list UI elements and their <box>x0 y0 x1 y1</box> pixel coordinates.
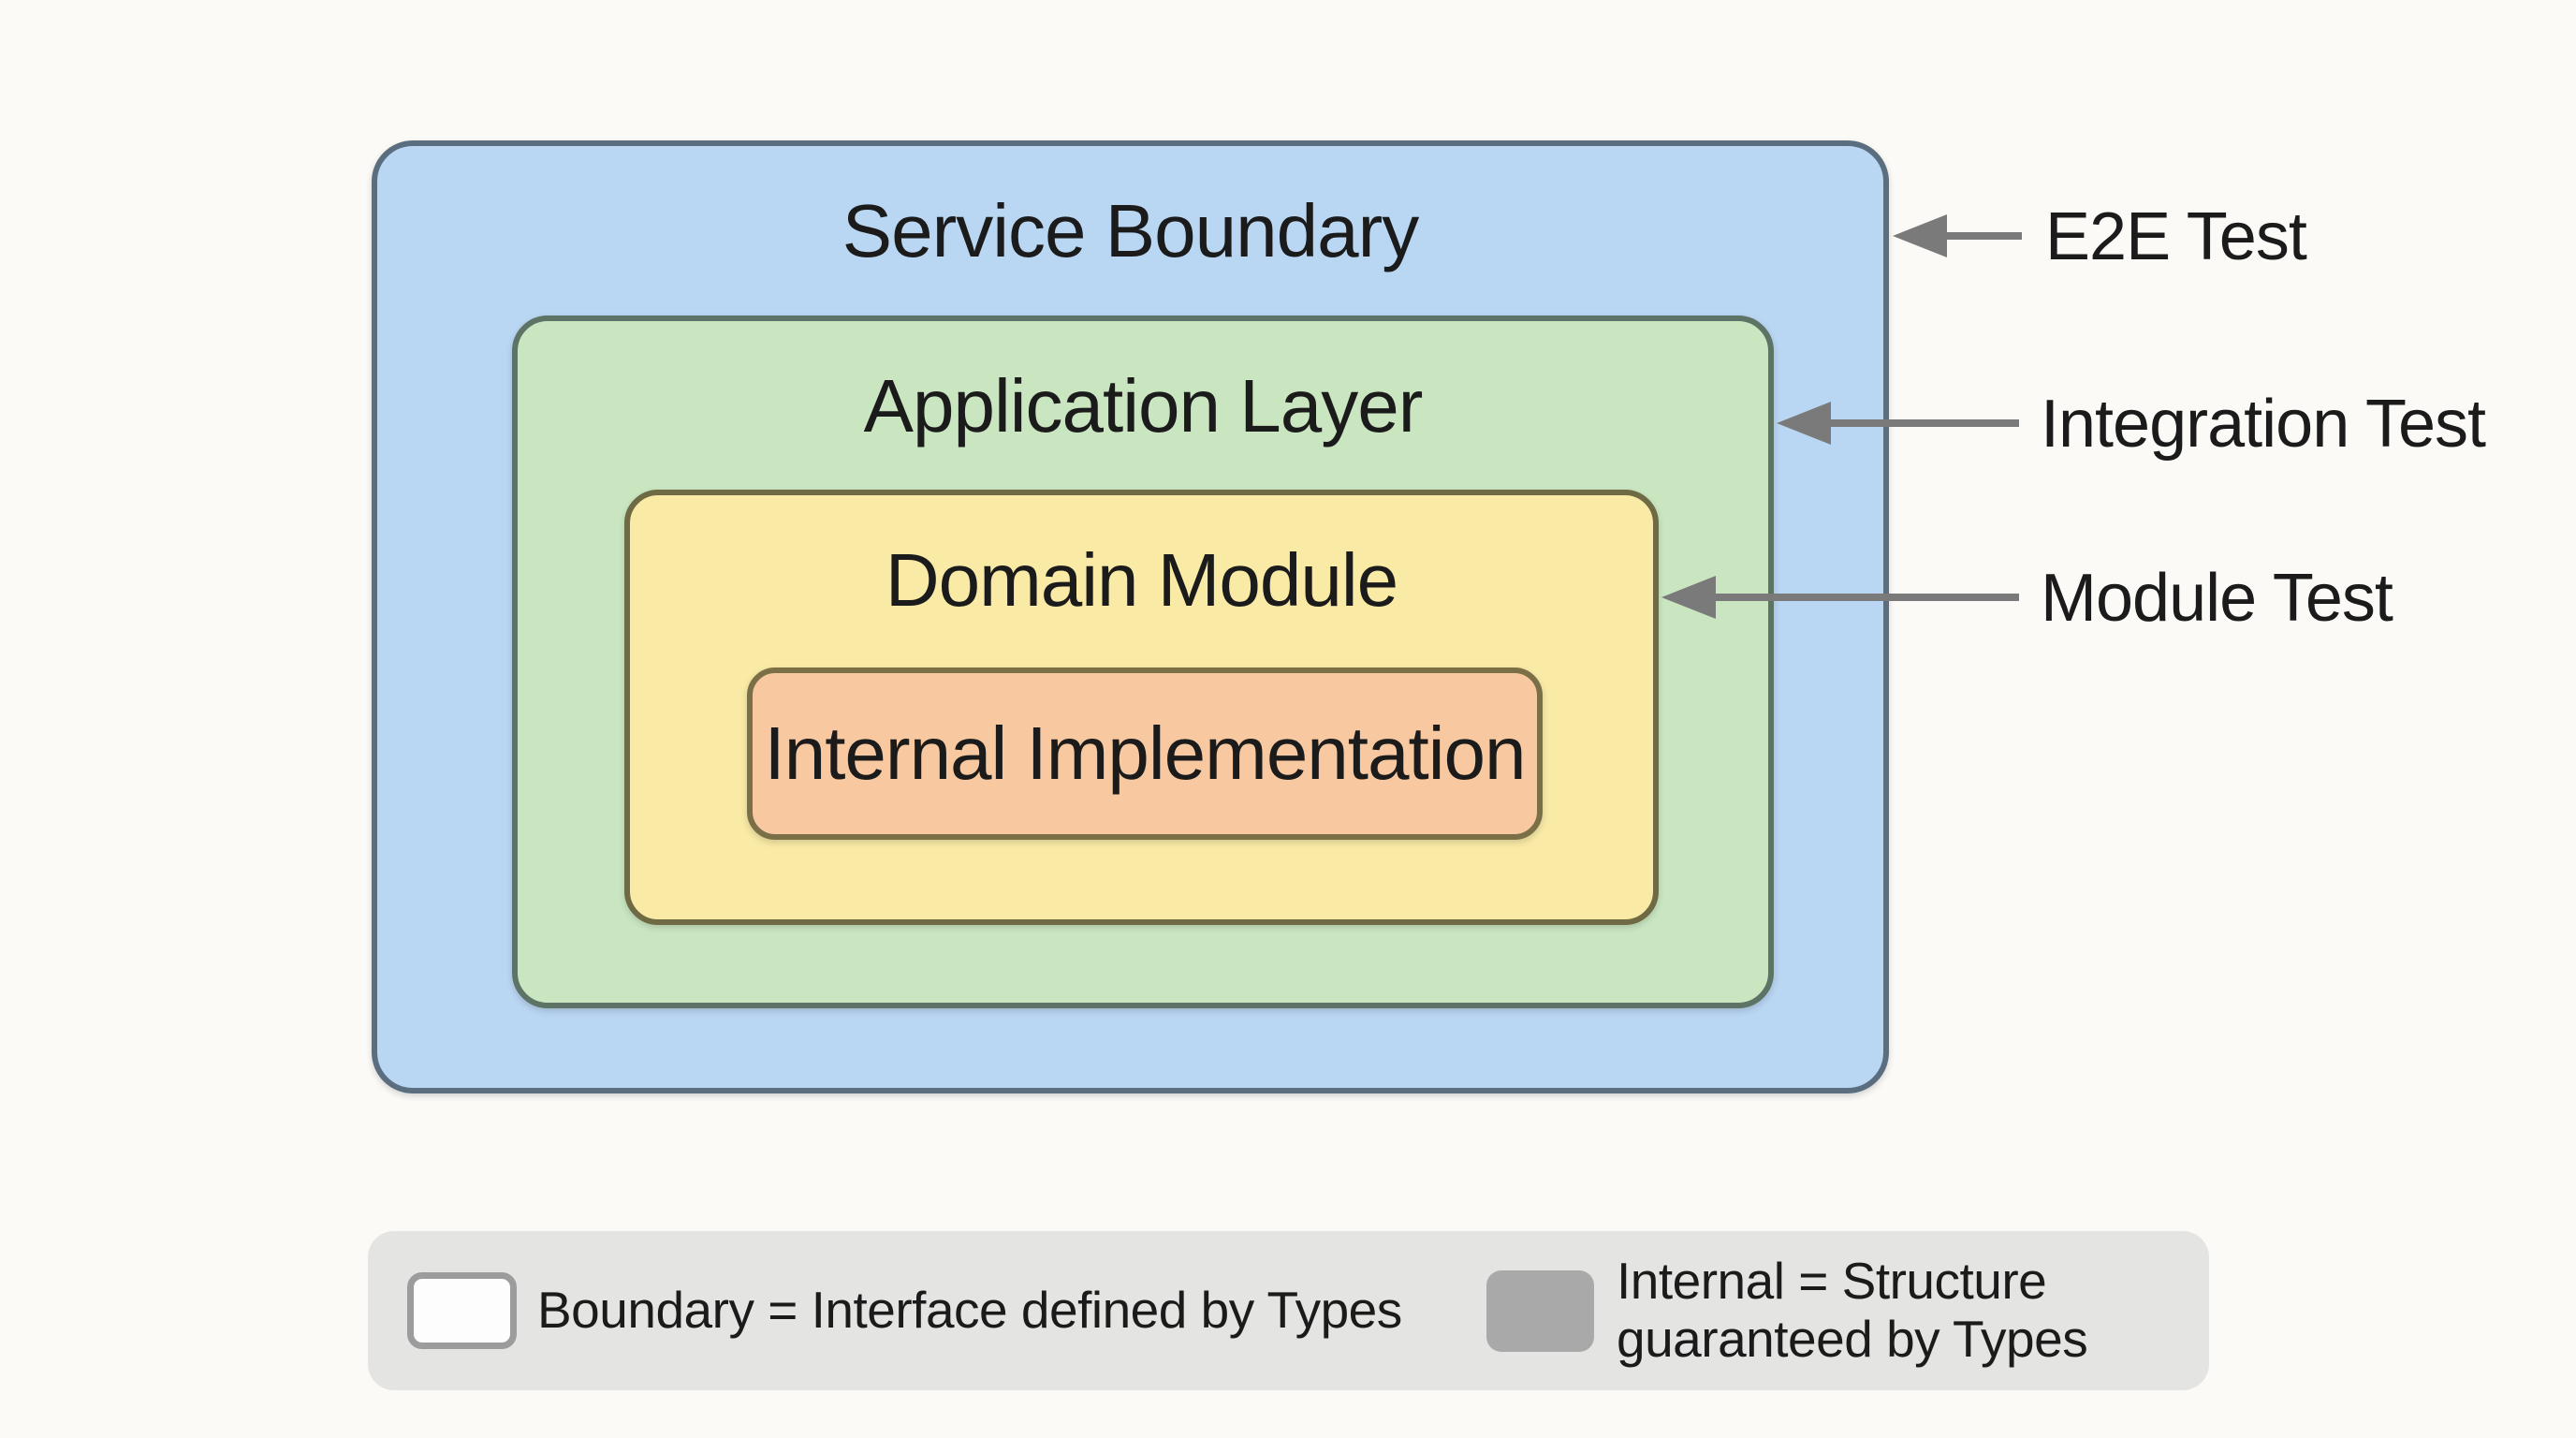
layer-title-domain-module: Domain Module <box>885 538 1398 622</box>
legend: Boundary = Interface defined by Types In… <box>368 1231 2209 1390</box>
arrow-shaft <box>1708 594 2019 601</box>
layer-title-application-layer: Application Layer <box>863 364 1424 448</box>
layer-box-domain-module: Domain Module Internal Implementation <box>624 490 1659 925</box>
internal-swatch-icon <box>1486 1269 1594 1352</box>
integration-test-arrow <box>1777 402 2019 445</box>
legend-item-boundary: Boundary = Interface defined by Types <box>407 1231 1402 1390</box>
legend-internal-label-line1: Internal = Structure <box>1617 1252 2047 1311</box>
legend-boundary-label: Boundary = Interface defined by Types <box>537 1281 1402 1340</box>
arrowhead-left-icon <box>1661 576 1716 619</box>
legend-internal-label-line2: guaranteed by Types <box>1617 1310 2088 1368</box>
module-test-label: Module Test <box>2041 561 2393 636</box>
layer-title-internal-implementation: Internal Implementation <box>764 712 1526 795</box>
arrow-shaft <box>1823 419 2019 427</box>
arrowhead-left-icon <box>1893 214 1947 257</box>
legend-internal-label: Internal = Structure guaranteed by Types <box>1617 1252 2088 1368</box>
layer-box-internal-implementation: Internal Implementation <box>747 668 1543 840</box>
module-test-arrow <box>1661 576 2019 619</box>
e2e-test-arrow <box>1893 214 2022 257</box>
e2e-test-label: E2E Test <box>2045 199 2307 274</box>
arrowhead-left-icon <box>1777 402 1831 445</box>
layer-box-application-layer: Application Layer Domain Module Internal… <box>512 315 1774 1008</box>
arrow-shaft <box>1939 232 2022 240</box>
integration-test-label: Integration Test <box>2041 387 2486 462</box>
layer-box-service-boundary: Service Boundary Application Layer Domai… <box>372 140 1889 1093</box>
boundary-swatch-icon <box>407 1272 517 1349</box>
legend-item-internal: Internal = Structure guaranteed by Types <box>1486 1231 2088 1390</box>
layer-title-service-boundary: Service Boundary <box>842 189 1419 272</box>
